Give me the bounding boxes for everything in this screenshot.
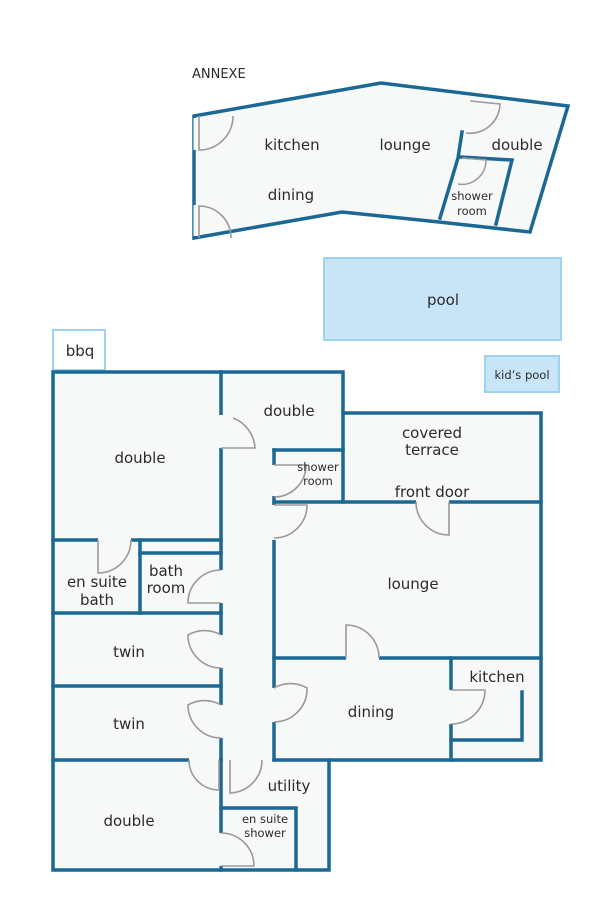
door-dining bbox=[273, 682, 308, 723]
kitchen-counter bbox=[449, 690, 524, 742]
annexe-outline bbox=[192, 81, 571, 241]
annexe-door-bottom bbox=[198, 205, 232, 239]
annexe-double-label: double bbox=[491, 136, 542, 154]
kids-pool bbox=[484, 355, 560, 393]
annexe-door-shower bbox=[457, 157, 487, 186]
kitchen-label: kitchen bbox=[469, 668, 524, 686]
double-bedroom-2-label: double bbox=[263, 402, 314, 420]
annexe-building bbox=[192, 81, 571, 241]
double-bedroom-3-label: double bbox=[103, 812, 154, 830]
door-ensuite-shower bbox=[220, 832, 255, 867]
dining-label: dining bbox=[348, 703, 394, 721]
door-lounge-dining bbox=[345, 624, 380, 659]
annexe-lounge-label: lounge bbox=[379, 136, 430, 154]
door-front bbox=[415, 501, 450, 536]
ensuite-bath-label-1: en suite bbox=[67, 573, 127, 591]
door-double-bottom bbox=[188, 759, 220, 791]
ensuite-shower-label-2: shower bbox=[244, 826, 286, 840]
annexe-title: ANNEXE bbox=[192, 67, 246, 82]
ensuite-bath-label-2: bath bbox=[80, 591, 114, 609]
door-shower bbox=[273, 464, 307, 498]
door-twin1 bbox=[187, 629, 222, 669]
ensuite-shower-walls bbox=[219, 806, 298, 872]
lounge-label: lounge bbox=[387, 575, 438, 593]
annexe-shower-walls bbox=[437, 130, 464, 221]
door-utility bbox=[229, 759, 263, 794]
covered-terrace-label-1: covered bbox=[402, 424, 462, 442]
bathroom-label-2: room bbox=[147, 579, 186, 597]
main-house-outline bbox=[51, 370, 543, 872]
shower-room-label-1: shower bbox=[297, 460, 339, 474]
front-door-label: front door bbox=[395, 483, 470, 501]
main-house bbox=[51, 370, 543, 872]
twin-1-label: twin bbox=[113, 643, 145, 661]
utility-label: utility bbox=[268, 777, 311, 795]
annexe-shower-wall-right bbox=[458, 155, 515, 227]
door-double-top bbox=[221, 417, 256, 449]
covered-terrace-label-2: terrace bbox=[405, 441, 459, 459]
ensuite-shower-label-1: en suite bbox=[242, 812, 288, 826]
annexe-shower-label-1: shower bbox=[451, 189, 493, 203]
twin-2-label: twin bbox=[113, 715, 145, 733]
door-bathroom bbox=[187, 569, 222, 604]
double-bedroom-1-label: double bbox=[114, 449, 165, 467]
annexe-kitchen-label: kitchen bbox=[264, 136, 319, 154]
bbq-label: bbq bbox=[66, 342, 95, 360]
annexe-dining-label: dining bbox=[268, 186, 314, 204]
door-lounge bbox=[273, 504, 308, 539]
annexe-door-top bbox=[198, 115, 234, 151]
door-ensuite bbox=[97, 539, 132, 574]
kids-pool-label: kid’s pool bbox=[494, 368, 549, 382]
annexe-door-double bbox=[465, 100, 501, 135]
pool-label: pool bbox=[427, 291, 459, 309]
door-twin2 bbox=[187, 699, 222, 739]
bathroom-label-1: bath bbox=[149, 562, 183, 580]
pool bbox=[323, 257, 562, 341]
annexe-shower-label-2: room bbox=[457, 204, 487, 218]
door-kitchen bbox=[450, 689, 486, 725]
bbq-area bbox=[52, 329, 106, 371]
shower-room-label-2: room bbox=[303, 474, 333, 488]
